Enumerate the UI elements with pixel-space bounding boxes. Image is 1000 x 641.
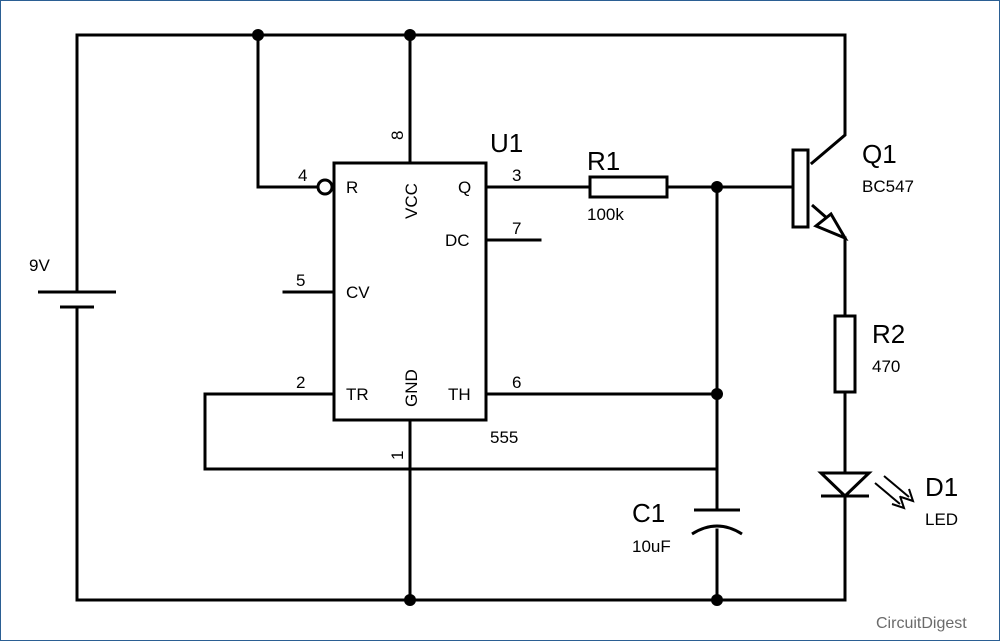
pin-name-gnd: GND — [402, 369, 421, 407]
pin-name-dc: DC — [445, 231, 470, 250]
r2-body — [833, 314, 857, 394]
pin-number-2: 2 — [296, 373, 305, 392]
wires — [75, 33, 847, 602]
ic-555: U1 555 R Q DC CV TR TH VCC GND 4 3 7 5 2… — [296, 128, 523, 460]
r1-reference: R1 — [587, 146, 620, 176]
q1-part-number: BC547 — [862, 177, 914, 196]
pin-number-6: 6 — [512, 373, 521, 392]
ic-reference: U1 — [490, 128, 523, 158]
pin-name-r: R — [346, 178, 358, 197]
transistor-q1: Q1 BC547 — [791, 139, 914, 242]
pin-name-vcc: VCC — [402, 183, 421, 219]
pin-number-4: 4 — [298, 166, 307, 185]
battery-symbol: 9V — [29, 256, 116, 309]
circuitdigest-logo: CircuitDigest — [876, 615, 967, 632]
pin-number-3: 3 — [512, 166, 521, 185]
c1-value: 10uF — [632, 537, 671, 556]
led-light-arrows-icon — [874, 475, 915, 510]
pin-name-th: TH — [448, 385, 471, 404]
pin-name-cv: CV — [346, 283, 370, 302]
junctions — [252, 29, 723, 606]
battery-voltage-label: 9V — [29, 256, 50, 275]
ic-part-number: 555 — [490, 428, 518, 447]
c1-reference: C1 — [632, 498, 665, 528]
resistor-r1: R1 100k — [587, 146, 669, 224]
ic-body — [332, 161, 488, 422]
r2-reference: R2 — [872, 319, 905, 349]
pin-number-1: 1 — [388, 451, 407, 460]
r2-value: 470 — [872, 357, 900, 376]
d1-reference: D1 — [925, 472, 958, 502]
q1-base-bar — [791, 148, 810, 229]
wire-collector — [809, 33, 847, 166]
junction-dot — [404, 594, 416, 606]
q1-emitter-arrow — [813, 211, 849, 242]
led-d1: D1 LED — [817, 471, 958, 529]
wire-trigger-loop — [203, 392, 719, 471]
junction-dot — [252, 29, 264, 41]
pin-name-tr: TR — [346, 385, 369, 404]
capacitor-c1: C1 10uF — [632, 498, 743, 556]
d1-value: LED — [925, 510, 958, 529]
r1-body — [588, 175, 669, 199]
pin-number-7: 7 — [512, 219, 521, 238]
r1-value: 100k — [587, 205, 624, 224]
junction-dot — [711, 594, 723, 606]
q1-reference: Q1 — [862, 139, 897, 169]
led-triangle — [817, 471, 873, 499]
junction-dot — [711, 181, 723, 193]
junction-dot — [711, 388, 723, 400]
pin-number-8: 8 — [388, 131, 407, 140]
wire-reset — [256, 33, 319, 189]
pin-number-5: 5 — [296, 271, 305, 290]
c1-curved-plate — [691, 524, 743, 536]
junction-dot — [404, 29, 416, 41]
pin-name-q: Q — [458, 178, 471, 197]
reset-inversion-bubble — [316, 178, 334, 196]
resistor-r2: R2 470 — [833, 314, 905, 394]
